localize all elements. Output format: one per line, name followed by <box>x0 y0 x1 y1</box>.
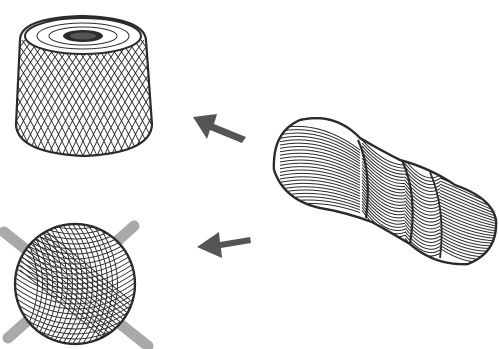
yarn-skein-icon <box>274 118 498 264</box>
arrow-to-ball-icon <box>197 232 251 258</box>
yarn-ball-icon <box>4 194 148 349</box>
arrow-to-cake-icon <box>193 114 246 143</box>
